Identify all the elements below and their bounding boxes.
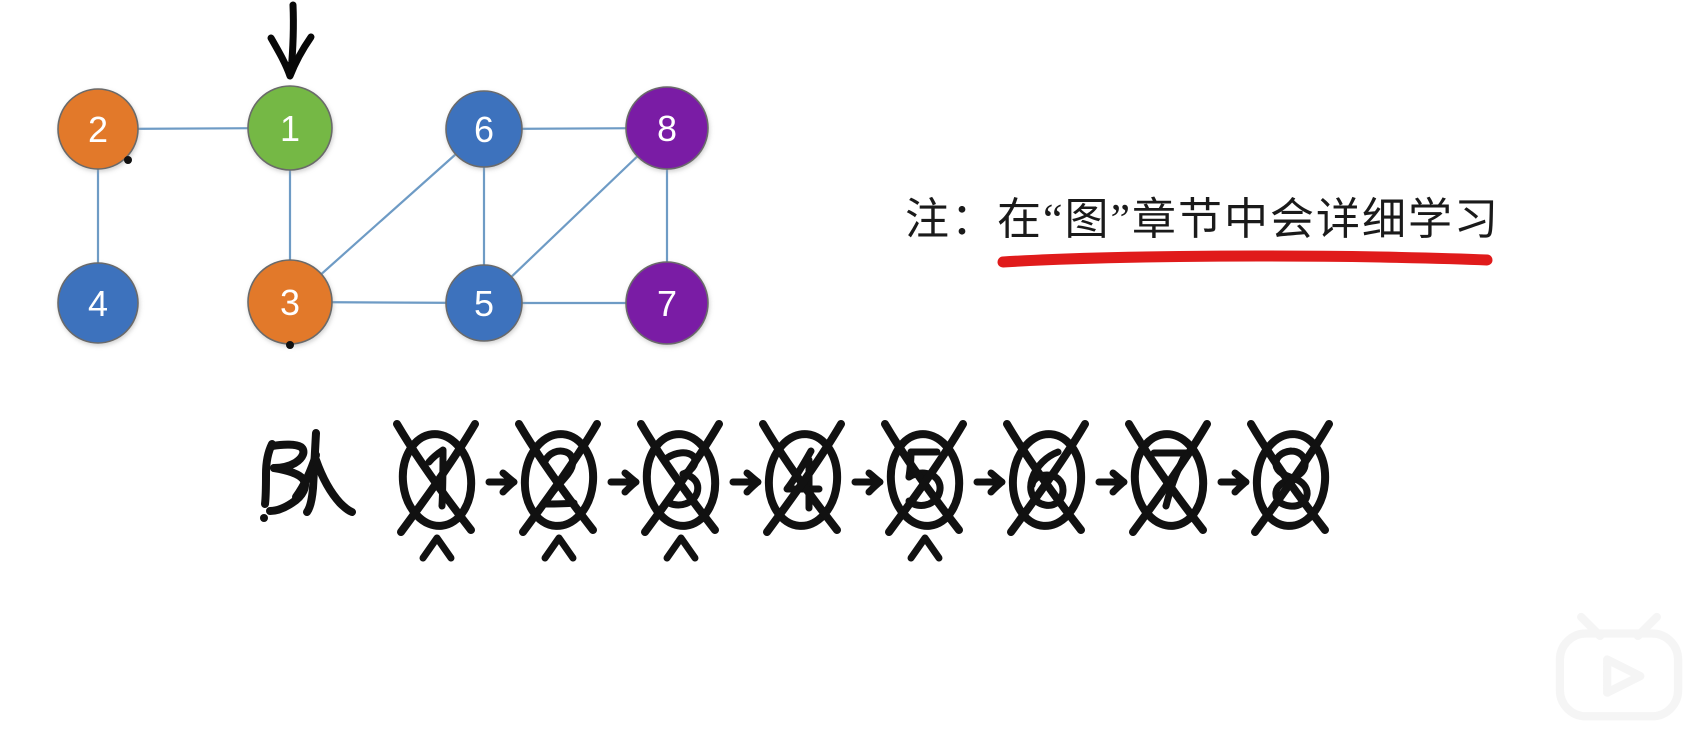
queue-arrow [485, 469, 518, 496]
node-circle [625, 86, 709, 170]
queue-arrow [973, 469, 1006, 496]
queue-pointer-mark [541, 534, 577, 562]
queue-item-circle [398, 430, 476, 530]
node-circle [247, 85, 333, 171]
queue-item-circle [1130, 430, 1208, 530]
queue-item-1 [393, 420, 479, 562]
strike-stroke [637, 420, 719, 534]
queue-item-6 [1003, 420, 1089, 536]
node-label: 6 [474, 109, 494, 150]
strike-stroke [1007, 420, 1089, 536]
strike-stroke [759, 420, 841, 534]
graph-node-8[interactable]: 8 [625, 86, 709, 170]
queue-item-7 [1125, 420, 1211, 536]
graph-node-7[interactable]: 7 [625, 261, 709, 345]
node-label: 3 [280, 282, 300, 323]
strike-stroke [1251, 420, 1333, 536]
graph-node-4[interactable]: 4 [57, 262, 139, 344]
queue-arrow [729, 469, 762, 496]
strike-stroke [519, 420, 601, 536]
strike-stroke [1003, 420, 1085, 534]
queue-item-4 [759, 420, 845, 536]
node-circle [625, 261, 709, 345]
queue-item-circle [520, 430, 598, 530]
node-label: 2 [88, 109, 108, 150]
node-label: 1 [280, 108, 300, 149]
strike-stroke [885, 420, 967, 536]
red-underline [997, 250, 1493, 268]
node-label: 5 [474, 283, 494, 324]
queue-pointer-mark [419, 534, 455, 562]
strike-stroke [1247, 420, 1329, 534]
queue-arrow [607, 469, 640, 496]
strike-stroke [763, 420, 845, 536]
graph-edge-3-6 [289, 128, 485, 303]
queue-item-circle [1008, 430, 1086, 530]
node-circle [57, 88, 139, 170]
bilibili-logo [1555, 612, 1683, 721]
queue-arrow [851, 469, 884, 496]
queue-item-8 [1247, 420, 1333, 536]
graph-node-1[interactable]: 1 [247, 85, 333, 171]
queue-label-handwritten [260, 429, 356, 522]
queue-item-circle [1252, 430, 1330, 530]
strike-stroke [881, 420, 963, 534]
note-text: 注：在“图”章节中会详细学习 [905, 195, 1501, 244]
node-label: 8 [657, 108, 677, 149]
node-circle [57, 262, 139, 344]
queue-item-circle [642, 430, 720, 530]
queue-pointer-mark [663, 534, 699, 562]
graph-node-5[interactable]: 5 [445, 264, 523, 342]
queue-item-5 [881, 420, 967, 562]
queue-item-circle [886, 430, 964, 530]
node-circle [445, 264, 523, 342]
graph-node-2[interactable]: 2 [57, 88, 139, 170]
strike-stroke [397, 420, 479, 536]
graph-edge-5-8 [483, 127, 668, 304]
queue-arrow [1217, 469, 1250, 496]
node-circle [445, 90, 523, 168]
queue-item-circle [764, 430, 842, 530]
queue-arrow [1095, 469, 1128, 496]
queue-items [393, 420, 1333, 562]
node-label: 7 [657, 283, 677, 324]
queue-pointer-mark [907, 534, 943, 562]
strike-stroke [393, 420, 475, 534]
queue-item-3 [637, 420, 723, 562]
strike-stroke [1125, 420, 1207, 534]
graph-node-3[interactable]: 3 [247, 259, 333, 345]
queue-item-2 [515, 420, 601, 562]
ink-dot [286, 341, 294, 349]
strike-stroke [515, 420, 597, 534]
graph-nodes: 2 1 6 8 4 3 5 7 [57, 85, 709, 345]
node-label: 4 [88, 283, 108, 324]
ink-dot [124, 156, 132, 164]
strike-stroke [641, 420, 723, 536]
strike-stroke [1129, 420, 1211, 536]
graph-node-6[interactable]: 6 [445, 90, 523, 168]
start-node-arrow [267, 1, 315, 80]
